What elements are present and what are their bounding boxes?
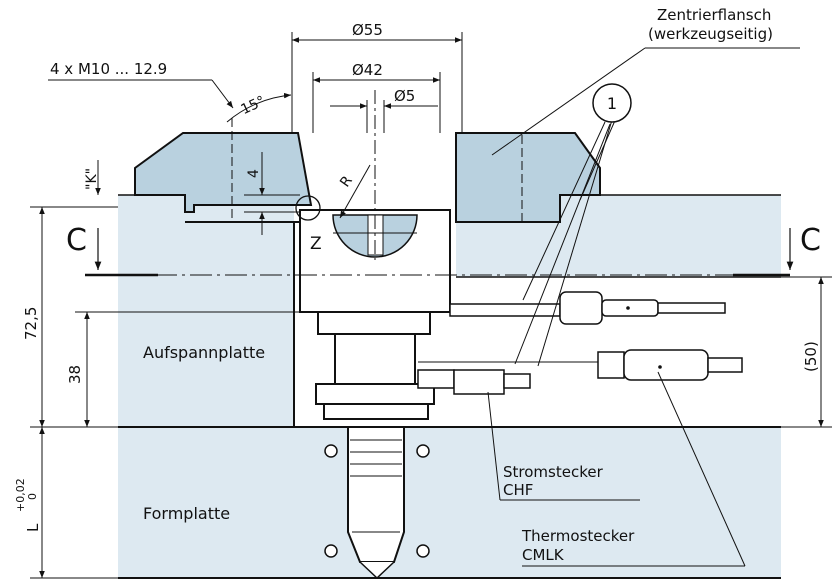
angle-label: 15°: [239, 93, 268, 118]
dim-38-label: 38: [66, 365, 84, 384]
power-plug-label-line2: CHF: [503, 481, 533, 499]
dim-72-5-label: 72,5: [22, 307, 40, 340]
dia-42-label: Ø42: [352, 61, 383, 79]
mould-plate: [118, 428, 781, 578]
radius-label: R: [337, 173, 356, 190]
center-lines: [231, 90, 523, 260]
centering-flange-left: [134, 132, 313, 213]
detail-z-label: Z: [310, 234, 322, 254]
dia-55-label: Ø55: [352, 21, 383, 39]
nozzle-tip: [359, 561, 395, 580]
dia-5-label: Ø5: [394, 87, 415, 105]
upper-cable: [449, 291, 726, 325]
tolerance-lower: 0: [26, 493, 39, 500]
callout-1-circle: [592, 83, 632, 123]
dim-50-label: (50): [802, 341, 820, 372]
power-plug-label-line1: Stromstecker: [503, 463, 604, 481]
dim-k-label: "K": [84, 168, 100, 190]
callout-1-label: 1: [607, 94, 617, 113]
centering-flange-right: [455, 132, 601, 223]
plate-outlines: [118, 194, 781, 579]
mould-plate-label: Formplatte: [143, 504, 230, 523]
section-c-left: C: [66, 223, 87, 258]
thermo-plug-label-line1: Thermostecker: [521, 527, 635, 545]
flange-label-line1: Zentrierflansch: [657, 6, 771, 24]
nozzle-body: [315, 311, 435, 563]
dim-l-label: L: [24, 523, 42, 532]
dimension-lines: [30, 32, 832, 579]
thermo-plug: [418, 349, 743, 381]
power-plug: [417, 369, 531, 395]
detail-z-circle: [295, 195, 321, 221]
flange-label-line2: (werkzeugseitig): [648, 25, 773, 43]
dim-4-label: 4: [246, 169, 262, 178]
section-c-right: C: [800, 223, 821, 258]
mounting-holes: [324, 444, 430, 558]
clamp-plate-label: Aufspannplatte: [143, 343, 265, 362]
thermo-plug-label-line2: CMLK: [522, 546, 565, 564]
screw-spec-label: 4 x M10 ... 12.9: [50, 60, 167, 78]
clamp-plate-left: [118, 195, 294, 427]
tolerance-upper: +0,02: [14, 478, 27, 512]
leader-lines: [487, 47, 800, 567]
